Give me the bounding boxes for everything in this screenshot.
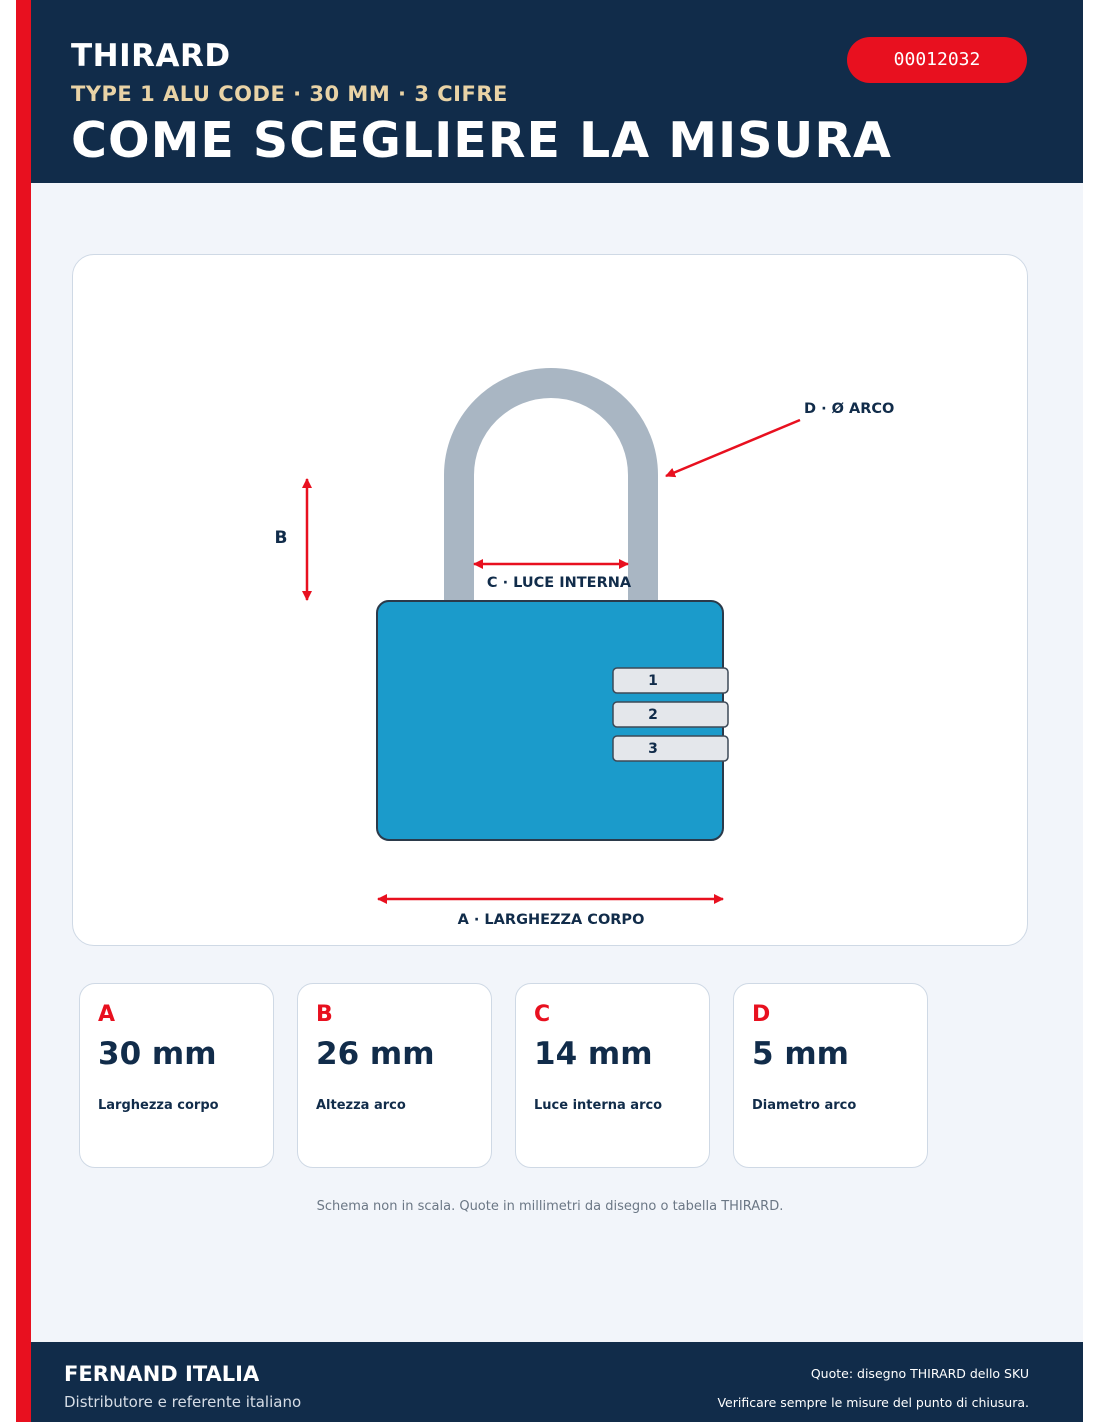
dimension-value: 30 mm <box>98 1036 217 1072</box>
footer-warning-note: Verificare sempre le misure del punto di… <box>717 1395 1029 1410</box>
dimension-d-label: D · Ø ARCO <box>804 401 894 417</box>
dimension-card-d: D 5 mm Diametro arco <box>733 983 928 1168</box>
dimension-card-c: C 14 mm Luce interna arco <box>515 983 710 1168</box>
product-subtitle: TYPE 1 ALU CODE · 30 MM · 3 CIFRE <box>71 82 508 106</box>
shackle <box>444 368 658 610</box>
dimension-card-a: A 30 mm Larghezza corpo <box>79 983 274 1168</box>
dimension-label: Altezza arco <box>316 1098 406 1113</box>
dimension-value: 14 mm <box>534 1036 653 1072</box>
red-accent-bar <box>16 0 31 1422</box>
dimension-a-label: A · LARGHEZZA CORPO <box>458 912 645 928</box>
dimension-value: 26 mm <box>316 1036 435 1072</box>
dimension-card-b: B 26 mm Altezza arco <box>297 983 492 1168</box>
dial-2: 2 <box>612 701 729 728</box>
dimension-b-label: B <box>275 528 288 548</box>
dial-1-label: 1 <box>648 673 658 689</box>
padlock-diagram-card: 1 2 3 B C · LUCE INTERNA D · Ø ARCO A · … <box>72 254 1028 946</box>
dimension-label: Luce interna arco <box>534 1098 663 1113</box>
dial-3: 3 <box>612 735 729 762</box>
dial-2-label: 2 <box>648 707 658 723</box>
dimension-label: Larghezza corpo <box>98 1098 219 1113</box>
dial-3-label: 3 <box>648 741 658 757</box>
scale-note: Schema non in scala. Quote in millimetri… <box>316 1199 784 1214</box>
dimension-letter: D <box>752 1002 771 1027</box>
dimension-c-label: C · LUCE INTERNA <box>487 575 632 591</box>
page-title: COME SCEGLIERE LA MISURA <box>71 112 892 169</box>
product-code-badge: 00012032 <box>847 37 1027 83</box>
padlock-diagram: 1 2 3 B C · LUCE INTERNA D · Ø ARCO A · … <box>275 368 894 928</box>
dimension-label: Diametro arco <box>752 1098 857 1113</box>
dimension-letter: A <box>98 1002 116 1027</box>
dimension-d-arrow <box>665 418 801 478</box>
dimension-value: 5 mm <box>752 1036 849 1072</box>
footer-banner: FERNAND ITALIA Distributore e referente … <box>31 1342 1083 1422</box>
dimension-letter: B <box>316 1002 333 1027</box>
dial-1: 1 <box>612 667 729 694</box>
footer-role: Distributore e referente italiano <box>64 1393 302 1411</box>
header-banner: THIRARD TYPE 1 ALU CODE · 30 MM · 3 CIFR… <box>31 0 1083 183</box>
footer-brand: FERNAND ITALIA <box>64 1362 260 1386</box>
brand-name: THIRARD <box>71 38 231 74</box>
footer-source-note: Quote: disegno THIRARD dello SKU <box>810 1366 1029 1381</box>
dimension-letter: C <box>534 1002 551 1027</box>
